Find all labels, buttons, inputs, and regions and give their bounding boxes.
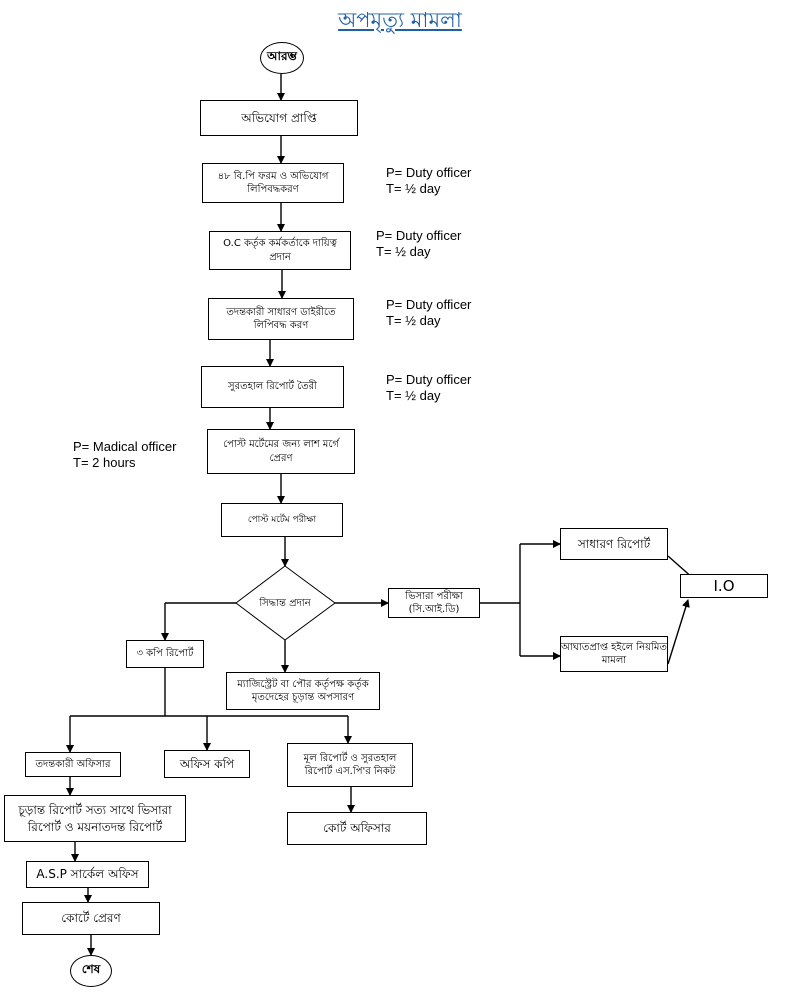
note-person: P= Duty officer xyxy=(386,372,472,387)
note-form48: P= Duty officer T= ½ day xyxy=(386,165,471,197)
regular-case-box: আঘাতপ্রাপ্ত হইলে নিয়মিত মামলা xyxy=(560,636,668,672)
morgue-box: পোস্ট মর্টেমের জন্য লাশ মর্গে প্রেরণ xyxy=(207,429,355,474)
note-time: T= ½ day xyxy=(386,388,441,403)
final-report-box: চূড়ান্ত রিপোর্ট সত্য সাথে ভিসারা রিপোর্… xyxy=(4,795,186,842)
start-oval: আরম্ভ xyxy=(260,42,304,74)
end-oval: শেষ xyxy=(70,955,112,987)
court-officer-box: কোর্ট অফিসার xyxy=(287,812,427,845)
gd-entry-box: তদন্তকারী সাধারণ ডাইরীতে লিপিবদ্ধ করণ xyxy=(208,298,354,340)
inquest-box: সুরতহাল রিপোর্ট তৈরী xyxy=(201,366,344,408)
end-label: শেষ xyxy=(81,962,101,976)
decision-label: সিদ্ধান্ত প্রদান xyxy=(259,598,311,609)
general-report-box: সাধারণ রিপোর্ট xyxy=(560,528,668,560)
io-box: I.O xyxy=(680,574,768,598)
three-copies-box: ৩ কপি রিপোর্ট xyxy=(126,640,204,668)
decision-diamond xyxy=(235,565,336,641)
viscera-box: ভিসারা পরীক্ষা (সি.আই.ডি) xyxy=(388,588,480,618)
note-morgue: P= Madical officer T= 2 hours xyxy=(73,439,176,471)
note-time: T= 2 hours xyxy=(73,455,136,470)
asp-office-box: A.S.P সার্কেল অফিস xyxy=(26,861,149,888)
send-court-box: কোর্টে প্রেরণ xyxy=(22,902,160,935)
note-person: P= Duty officer xyxy=(376,228,462,243)
arrow-regular-io xyxy=(667,599,690,665)
pm-exam-box: পোস্ট মর্টেম পরীক্ষা xyxy=(221,503,343,537)
note-inquest: P= Duty officer T= ½ day xyxy=(386,372,471,404)
magistrate-box: ম্যাজিস্ট্রেট বা পৌর কর্তৃপক্ষ কর্তৃক মৃ… xyxy=(226,672,380,710)
start-label: আরম্ভ xyxy=(266,49,298,63)
note-time: T= ½ day xyxy=(376,244,431,259)
note-person: P= Duty officer xyxy=(386,165,472,180)
form48-box: ৪৮ বি.পি ফরম ও অভিযোগ লিপিবদ্ধকরণ xyxy=(202,163,344,203)
complaint-box: অভিযোগ প্রাপ্তি xyxy=(200,100,358,136)
note-gd-entry: P= Duty officer T= ½ day xyxy=(386,297,471,329)
note-person: P= Madical officer xyxy=(73,439,177,454)
note-person: P= Duty officer xyxy=(386,297,472,312)
note-time: T= ½ day xyxy=(386,313,441,328)
oc-assign-box: O.C কর্তৃক কর্মকর্তাকে দায়িত্ব প্রদান xyxy=(209,231,351,270)
original-report-box: মূল রিপোর্ট ও সুরতহাল রিপোর্ট এস.পি'র নি… xyxy=(287,743,413,787)
office-copy-box: অফিস কপি xyxy=(164,750,250,778)
note-oc-assign: P= Duty officer T= ½ day xyxy=(376,228,461,260)
page-title: অপমৃত্যু মামলা xyxy=(338,8,462,32)
note-time: T= ½ day xyxy=(386,181,441,196)
investigating-officer-box: তদন্তকারী অফিসার xyxy=(25,752,121,777)
